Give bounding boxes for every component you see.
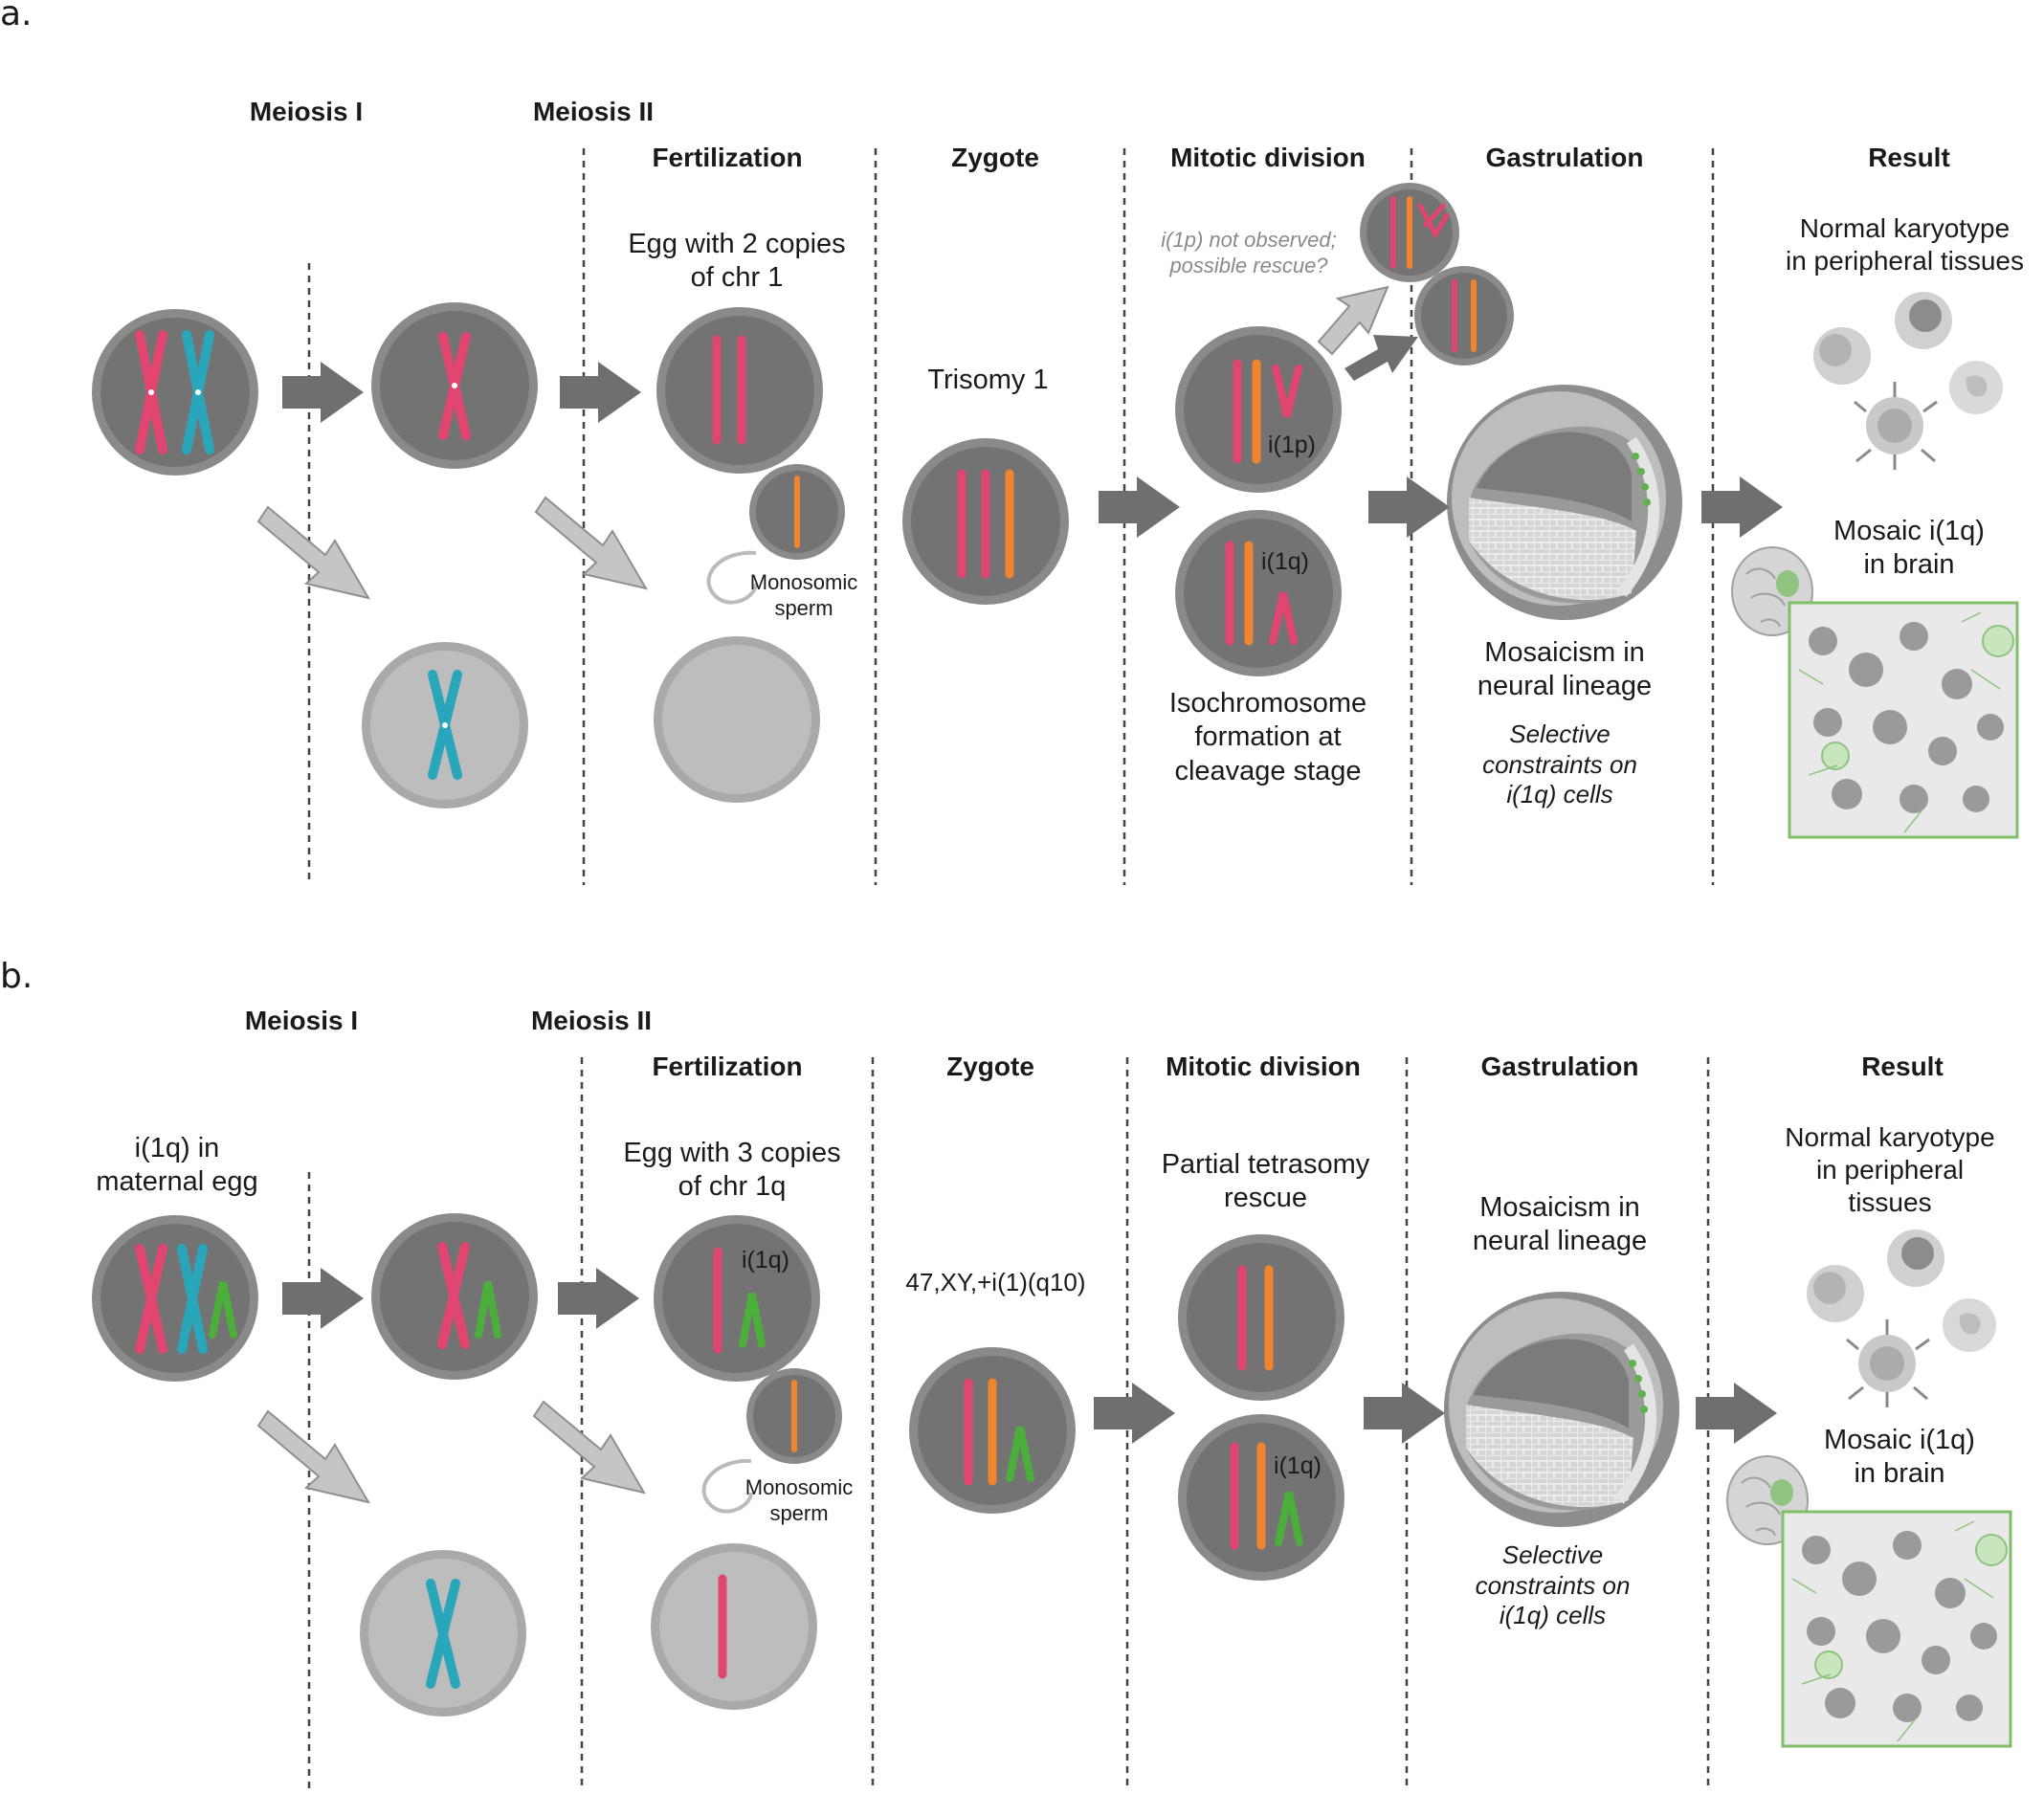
a-mosaic-brain-label: Mosaic i(1q) in brain xyxy=(1833,516,1985,581)
a-meiosis2-cell xyxy=(371,302,538,469)
a-rescue-cell-upper xyxy=(1360,183,1459,282)
panel-a xyxy=(92,148,2019,885)
panel-b-letter: b. xyxy=(0,957,33,996)
a-stage-mitotic-division: Mitotic division xyxy=(1170,143,1366,172)
b-karyotype-label: 47,XY,+i(1)(q10) xyxy=(905,1268,1086,1296)
a-stage-result: Result xyxy=(1868,143,1950,172)
a-peripheral-cells xyxy=(1813,292,2003,470)
b-mitotic-cell-upper xyxy=(1178,1234,1344,1401)
a-i1p-label: i(1p) xyxy=(1267,432,1316,458)
b-egg-three-copies xyxy=(654,1215,820,1382)
b-monosomic-sperm xyxy=(701,1368,842,1514)
b-selective-constraints-label: Selective constraints on i(1q) cells xyxy=(1475,1540,1631,1630)
a-egg-two-copies xyxy=(656,307,823,474)
b-meiosis1-cell xyxy=(92,1215,258,1382)
a-mitotic-cell-i1p xyxy=(1175,326,1342,493)
panel-a-letter: a. xyxy=(0,0,33,33)
a-trisomy-label: Trisomy 1 xyxy=(927,365,1049,395)
a-isochromosome-label: Isochromosome formation at cleavage stag… xyxy=(1168,688,1367,786)
b-egg-three-copies-label: Egg with 3 copies of chr 1q xyxy=(623,1138,841,1203)
b-mosaic-brain-label: Mosaic i(1q) in brain xyxy=(1824,1425,1975,1490)
b-meiosis2-cell xyxy=(371,1213,538,1380)
b-mitotic-cell-lower xyxy=(1178,1414,1344,1581)
b-stage-meiosis-2: Meiosis II xyxy=(530,1006,653,1035)
b-stage-zygote: Zygote xyxy=(946,1052,1034,1081)
a-stage-fertilization: Fertilization xyxy=(652,143,803,172)
a-i1q-label: i(1q) xyxy=(1260,548,1309,575)
b-brain-tissue-box xyxy=(1781,1510,2012,1748)
a-stage-zygote: Zygote xyxy=(951,143,1039,172)
a-normal-karyotype-label: Normal karyotype in peripheral tissues xyxy=(1785,213,2025,277)
b-mitotic-i1q-label: i(1q) xyxy=(1273,1452,1322,1479)
a-stage-meiosis-1: Meiosis I xyxy=(249,97,364,126)
b-egg-i1q-label: i(1q) xyxy=(741,1247,789,1274)
panel-b xyxy=(92,1057,2012,1789)
b-normal-karyotype-label: Normal karyotype in peripheral tissues xyxy=(1785,1122,1995,1218)
panel-a-dividers xyxy=(307,148,1715,885)
b-stage-fertilization: Fertilization xyxy=(652,1052,803,1081)
b-stage-result: Result xyxy=(1861,1052,1944,1081)
b-partial-rescue-label: Partial tetrasomy rescue xyxy=(1161,1149,1370,1214)
a-selective-constraints-label: Selective constraints on i(1q) cells xyxy=(1482,720,1637,809)
b-stage-mitotic-division: Mitotic division xyxy=(1166,1052,1361,1081)
a-mosaicism-label: Mosaicism in neural lineage xyxy=(1477,637,1653,702)
a-brain-tissue-box xyxy=(1788,601,2019,839)
a-mitotic-cell-i1q xyxy=(1175,510,1342,676)
a-polar-body-1 xyxy=(362,642,528,808)
b-stage-meiosis-1: Meiosis I xyxy=(244,1006,359,1035)
a-brain xyxy=(1731,546,1813,636)
a-rescue-cell-lower xyxy=(1414,266,1514,365)
b-peripheral-cells xyxy=(1807,1229,1996,1407)
b-monosomic-sperm-label: Monosomic sperm xyxy=(744,1475,854,1525)
a-monosomic-sperm xyxy=(706,464,845,605)
b-zygote-cell xyxy=(909,1347,1076,1514)
b-polar-body-2 xyxy=(651,1543,817,1710)
a-stage-gastrulation: Gastrulation xyxy=(1485,143,1644,172)
b-embryo xyxy=(1444,1292,1679,1527)
b-mosaicism-label: Mosaicism in neural lineage xyxy=(1472,1192,1648,1257)
a-stage-meiosis-2: Meiosis II xyxy=(532,97,655,126)
a-diagonal-arrows xyxy=(256,285,1389,600)
b-diagonal-arrows xyxy=(256,1400,647,1504)
a-rescue-note: i(1p) not observed; possible rescue? xyxy=(1161,228,1337,277)
a-egg-two-copies-label: Egg with 2 copies of chr 1 xyxy=(628,229,846,294)
b-maternal-egg-label: i(1q) in maternal egg xyxy=(96,1133,258,1198)
b-arrows xyxy=(282,1268,1777,1444)
a-monosomic-sperm-label: Monosomic sperm xyxy=(749,570,858,620)
a-zygote-cell xyxy=(902,438,1069,605)
b-stage-gastrulation: Gastrulation xyxy=(1480,1052,1639,1081)
b-polar-body-1 xyxy=(360,1550,526,1716)
a-polar-body-2 xyxy=(654,636,820,803)
a-arrows xyxy=(282,335,1783,538)
a-embryo xyxy=(1447,385,1682,620)
a-meiosis1-cell xyxy=(92,309,258,476)
